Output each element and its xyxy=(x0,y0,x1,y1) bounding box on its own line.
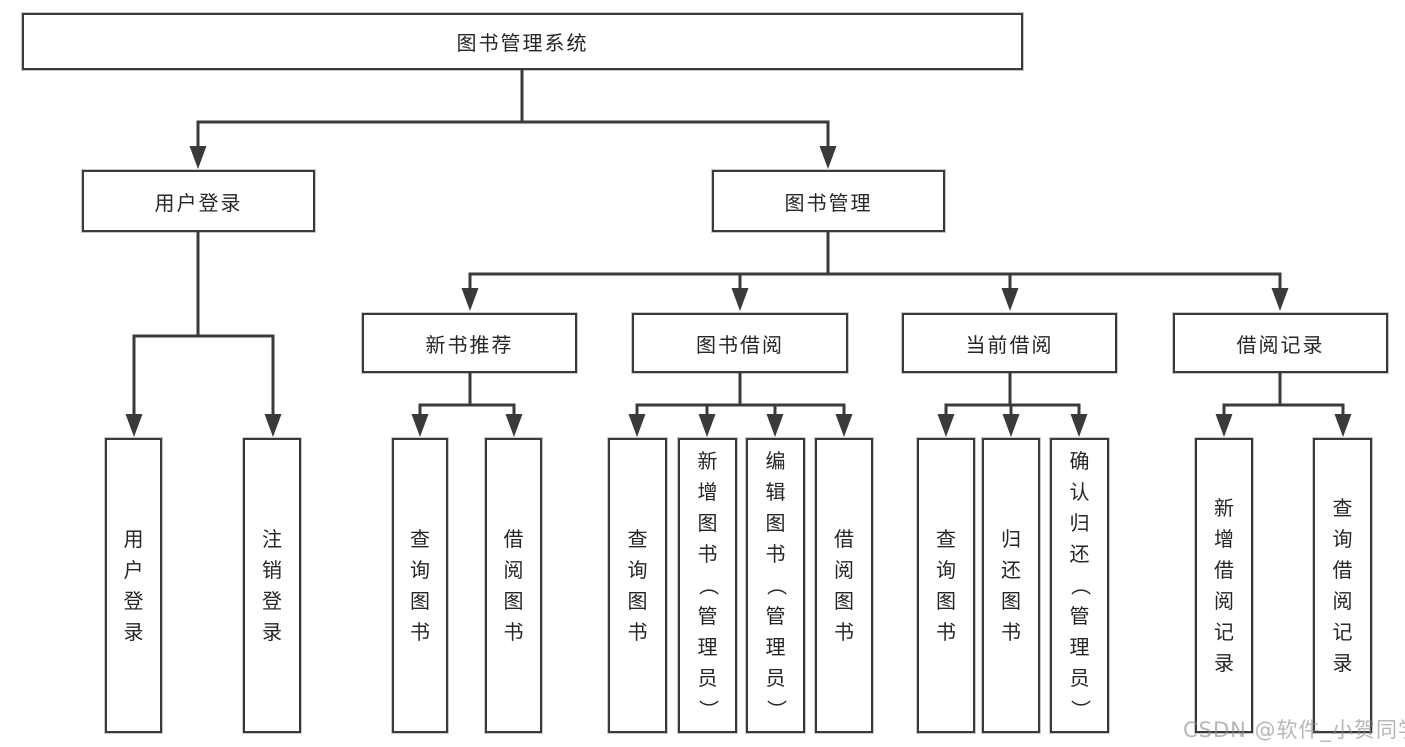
node-leaf-edit-book-admin: 编辑图书（管理员） xyxy=(746,438,805,733)
node-new-book-recommend: 新书推荐 xyxy=(362,313,577,373)
node-leaf-confirm-return-admin: 确认归还（管理员） xyxy=(1050,438,1109,733)
arrowhead xyxy=(835,414,853,437)
node-root-system: 图书管理系统 xyxy=(22,13,1023,70)
arrowhead xyxy=(461,288,479,311)
connector-current-borrow-children xyxy=(937,373,1088,437)
arrowhead xyxy=(505,414,523,437)
arrowhead xyxy=(819,146,837,169)
node-leaf-return-book: 归还图书 xyxy=(982,438,1040,733)
node-leaf-query-book-3: 查询图书 xyxy=(917,438,975,733)
arrowhead xyxy=(937,414,955,437)
arrowhead xyxy=(411,414,429,437)
node-leaf-add-borrow-record: 新增借阅记录 xyxy=(1195,438,1253,733)
node-leaf-borrow-book-2: 借阅图书 xyxy=(815,438,873,733)
node-leaf-logout: 注销登录 xyxy=(243,438,301,733)
node-leaf-user-login: 用户登录 xyxy=(105,438,162,733)
csdn-watermark: CSDN @软件_小贺同学 xyxy=(1183,718,1405,742)
arrowhead xyxy=(1070,414,1088,437)
node-leaf-add-book-admin: 新增图书（管理员） xyxy=(678,438,737,733)
node-leaf-query-borrow-record: 查询借阅记录 xyxy=(1313,438,1372,733)
node-leaf-query-book-2: 查询图书 xyxy=(608,438,667,733)
arrowhead xyxy=(1271,288,1289,311)
arrowhead xyxy=(1334,414,1352,437)
arrowhead xyxy=(628,414,646,437)
arrowhead xyxy=(766,414,784,437)
connector-root-to-level2 xyxy=(189,70,837,169)
node-book-management: 图书管理 xyxy=(712,170,945,232)
arrowhead xyxy=(189,146,207,169)
connector-book-management-to-level3 xyxy=(461,232,1289,311)
node-leaf-borrow-book-1: 借阅图书 xyxy=(485,438,542,733)
node-book-borrow: 图书借阅 xyxy=(632,313,848,373)
arrowhead xyxy=(1002,414,1020,437)
connector-book-borrow-children xyxy=(628,373,853,437)
arrowhead xyxy=(698,414,716,437)
node-current-borrow: 当前借阅 xyxy=(902,313,1117,373)
arrowhead xyxy=(264,414,282,437)
node-leaf-query-book-1: 查询图书 xyxy=(392,438,448,733)
connector-user-login-children xyxy=(125,232,282,437)
arrowhead xyxy=(125,414,143,437)
connector-borrow-records-children xyxy=(1215,373,1352,437)
arrowhead xyxy=(1215,414,1233,437)
arrowhead xyxy=(731,288,749,311)
node-borrow-records: 借阅记录 xyxy=(1173,313,1388,373)
connector-new-book-children xyxy=(411,373,523,437)
node-user-login: 用户登录 xyxy=(82,170,315,232)
arrowhead xyxy=(1001,288,1019,311)
